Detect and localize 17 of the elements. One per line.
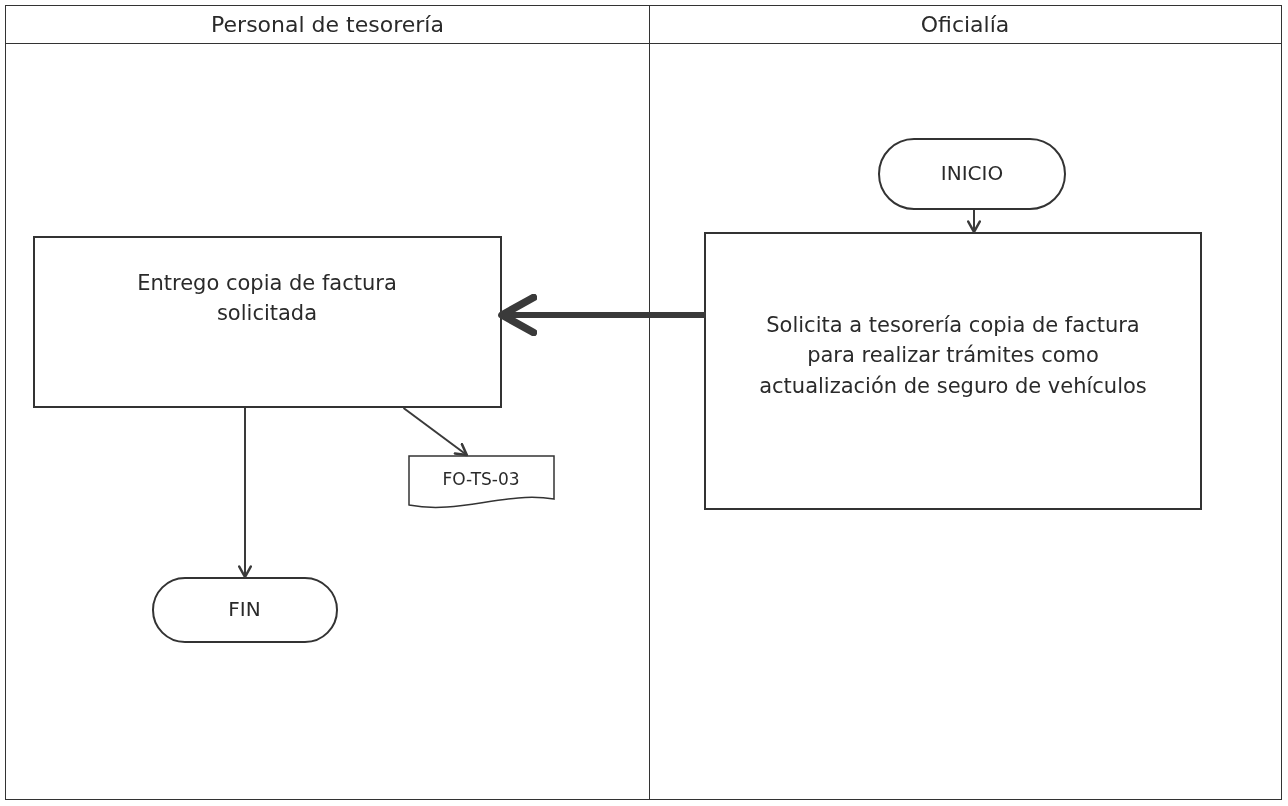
terminator-shape xyxy=(151,576,338,643)
arrow xyxy=(966,209,982,234)
process-box xyxy=(32,235,502,408)
document-label: FO-TS-03 xyxy=(442,467,520,491)
terminator-label: INICIO xyxy=(940,160,1004,187)
lane-header: Oficialía xyxy=(649,6,1281,44)
process-text: Solicita a tesorería copia de factura para realizar trámites como actualización de seguro de vehículos xyxy=(758,311,1148,400)
process-text: Entrego copia de factura solicitada xyxy=(136,269,398,327)
lane-header: Personal de tesorería xyxy=(6,6,649,44)
terminator-label: FIN xyxy=(228,596,261,623)
arrow xyxy=(402,407,469,457)
process-box xyxy=(704,231,1202,510)
swimlane xyxy=(5,5,650,800)
terminator-shape xyxy=(878,137,1066,210)
arrow xyxy=(498,293,706,337)
swimlane xyxy=(648,5,1282,800)
arrow xyxy=(237,407,253,579)
